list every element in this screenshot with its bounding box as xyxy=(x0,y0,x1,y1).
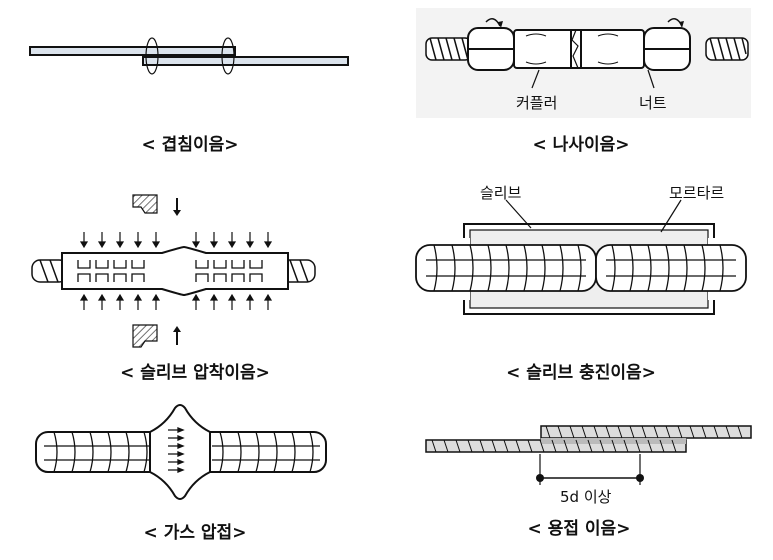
coupler-label: 커플러 xyxy=(516,94,558,112)
lap-splice-drawing xyxy=(29,37,349,75)
weld-splice-panel: 5d 이상 < 용접 이음> xyxy=(386,390,773,560)
sleeve-press-panel: < 슬리브 압착이음> xyxy=(0,160,386,390)
mortar-label: 모르타르 xyxy=(669,184,725,202)
screw-splice-panel: 커플러 너트 < 나사이음> xyxy=(386,0,773,160)
lap-splice-panel: < 겹침이음> xyxy=(0,0,386,160)
gas-pressure-panel: < 가스 압접> xyxy=(0,390,386,560)
length-label: 5d 이상 xyxy=(560,488,612,506)
gas-pressure-drawing xyxy=(35,404,327,500)
sleeve-label: 슬리브 xyxy=(480,184,522,202)
sleeve-press-caption: < 슬리브 압착이음> xyxy=(120,363,270,383)
sleeve-fill-drawing xyxy=(415,199,747,315)
weld-splice-drawing xyxy=(425,425,752,485)
screw-splice-caption: < 나사이음> xyxy=(532,135,630,155)
sleeve-press-drawing xyxy=(31,194,316,348)
lap-splice-caption: < 겹침이음> xyxy=(141,135,239,155)
sleeve-fill-caption: < 슬리브 충진이음> xyxy=(506,363,656,383)
gas-pressure-caption: < 가스 압접> xyxy=(143,523,247,543)
weld-splice-caption: < 용접 이음> xyxy=(527,519,631,539)
sleeve-fill-panel: 슬리브 모르타르 < 슬리브 충진이음> xyxy=(386,160,773,390)
screw-splice-drawing xyxy=(416,8,751,118)
nut-label: 너트 xyxy=(639,94,667,112)
